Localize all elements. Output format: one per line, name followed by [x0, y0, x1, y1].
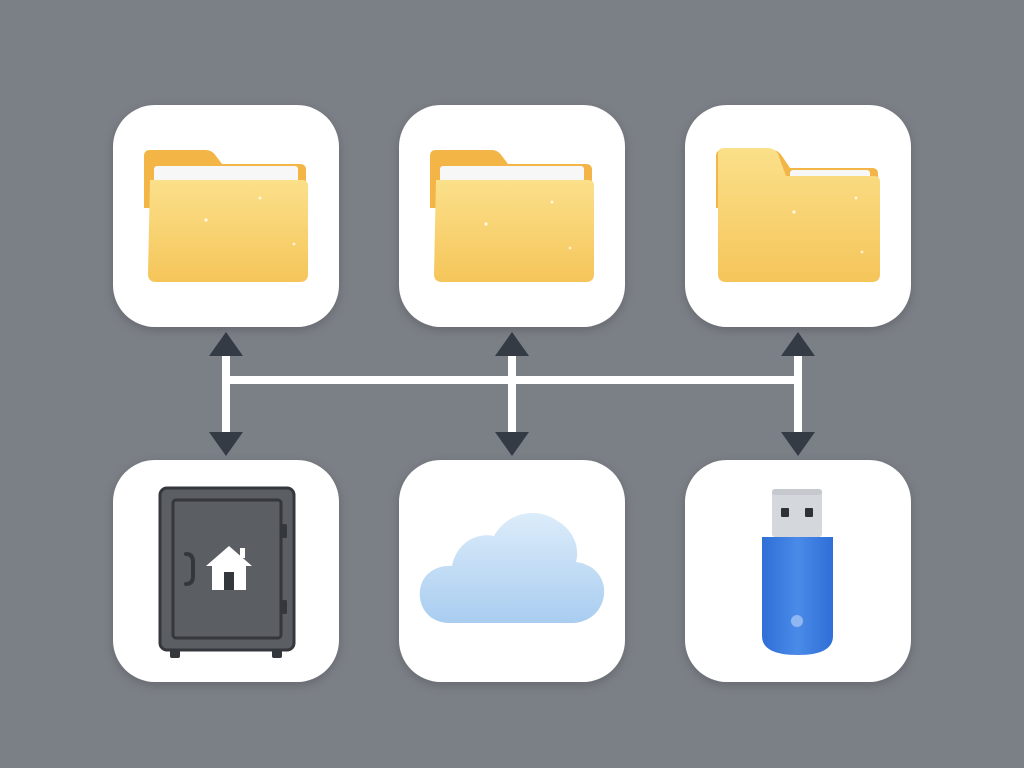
connector-line: [508, 352, 516, 436]
connector-2: [495, 332, 529, 456]
folder-icon: [716, 148, 880, 282]
folder-tile-2: [399, 105, 625, 327]
arrow-down-icon: [495, 432, 529, 456]
arrow-up-icon: [781, 332, 815, 356]
usb-drive-tile: [685, 460, 911, 682]
arrow-up-icon: [209, 332, 243, 356]
home-safe-tile: [113, 460, 339, 682]
folder-tile-1: [113, 105, 339, 327]
folder-icon: [430, 150, 594, 282]
connector-line: [222, 352, 230, 436]
house-icon: [206, 546, 252, 590]
folder-tile-3: [685, 105, 911, 327]
arrow-up-icon: [495, 332, 529, 356]
connector-1: [209, 332, 243, 456]
connector-3: [781, 332, 815, 456]
home-safe-icon: [158, 486, 296, 658]
cloud-icon: [419, 513, 605, 623]
usb-drive-icon: [762, 489, 833, 655]
connectors: [209, 332, 815, 456]
folder-icon: [144, 150, 308, 282]
connector-line: [794, 352, 802, 436]
arrow-down-icon: [781, 432, 815, 456]
arrow-down-icon: [209, 432, 243, 456]
cloud-tile: [399, 460, 625, 682]
